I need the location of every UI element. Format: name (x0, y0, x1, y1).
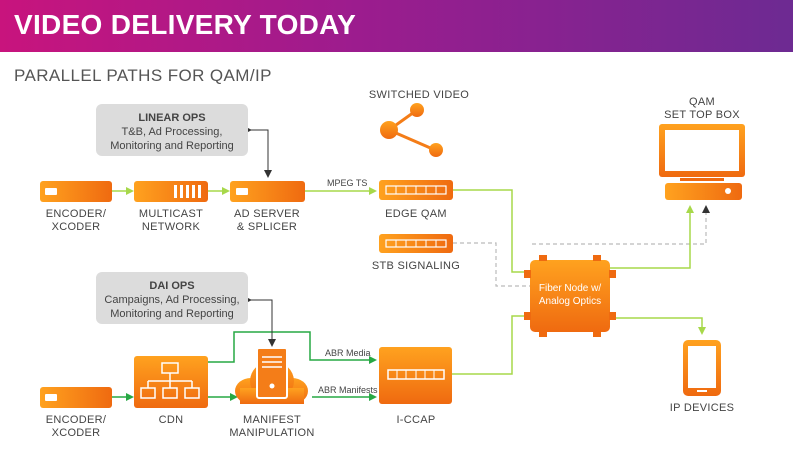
encoder-top-label: ENCODER/XCODER (45, 208, 107, 233)
fiber-node-label: Fiber Node w/Analog Optics (538, 283, 602, 307)
ad-server-device (230, 181, 305, 202)
linear-ops-line2: Monitoring and Reporting (110, 140, 234, 152)
abr-manifests-label: ABR Manifests (318, 385, 378, 395)
set-top-box-icon (665, 183, 742, 200)
dai-ops-line1: Campaigns, Ad Processing, (104, 294, 240, 306)
cdn-hierarchy-icon (134, 356, 208, 408)
encoder-bottom-device (40, 387, 112, 408)
header-banner: VIDEO DELIVERY TODAY (0, 0, 793, 52)
fiber-node-device (524, 255, 616, 337)
page-subtitle: PARALLEL PATHS FOR QAM/IP (14, 66, 272, 85)
switched-video-share-icon (380, 103, 443, 157)
mpeg-ts-label: MPEG TS (327, 178, 368, 188)
stb-signaling-label: STB SIGNALING (371, 260, 461, 272)
page-title: VIDEO DELIVERY TODAY (14, 9, 357, 40)
switched-video-label: SWITCHED VIDEO (368, 89, 470, 101)
dai-ops-box: DAI OPS Campaigns, Ad Processing, Monito… (96, 272, 248, 324)
edge-qam-device (379, 180, 453, 200)
connector-lines (112, 126, 710, 401)
cdn-label: CDN (158, 414, 184, 426)
edge-qam-label: EDGE QAM (385, 208, 447, 220)
multicast-network-device (134, 181, 208, 202)
abr-media-label: ABR Media (325, 348, 371, 358)
manifest-cloud-server-icon (235, 347, 308, 404)
linear-ops-line1: T&B, Ad Processing, (121, 126, 223, 138)
stb-signaling-device (379, 234, 453, 253)
linear-ops-box: LINEAR OPS T&B, Ad Processing, Monitorin… (96, 104, 248, 156)
iccap-device (379, 347, 452, 404)
linear-ops-title: LINEAR OPS (138, 112, 206, 124)
dai-ops-line2: Monitoring and Reporting (110, 308, 234, 320)
iccap-label: I-CCAP (396, 414, 436, 426)
ad-server-label: AD SERVER& SPLICER (233, 208, 301, 233)
dai-ops-title: DAI OPS (149, 280, 195, 292)
tv-icon (659, 124, 745, 181)
ip-device-phone-icon (683, 340, 721, 396)
ip-devices-label: IP DEVICES (669, 402, 735, 414)
encoder-top-device (40, 181, 112, 202)
encoder-bottom-label: ENCODER/XCODER (45, 414, 107, 439)
